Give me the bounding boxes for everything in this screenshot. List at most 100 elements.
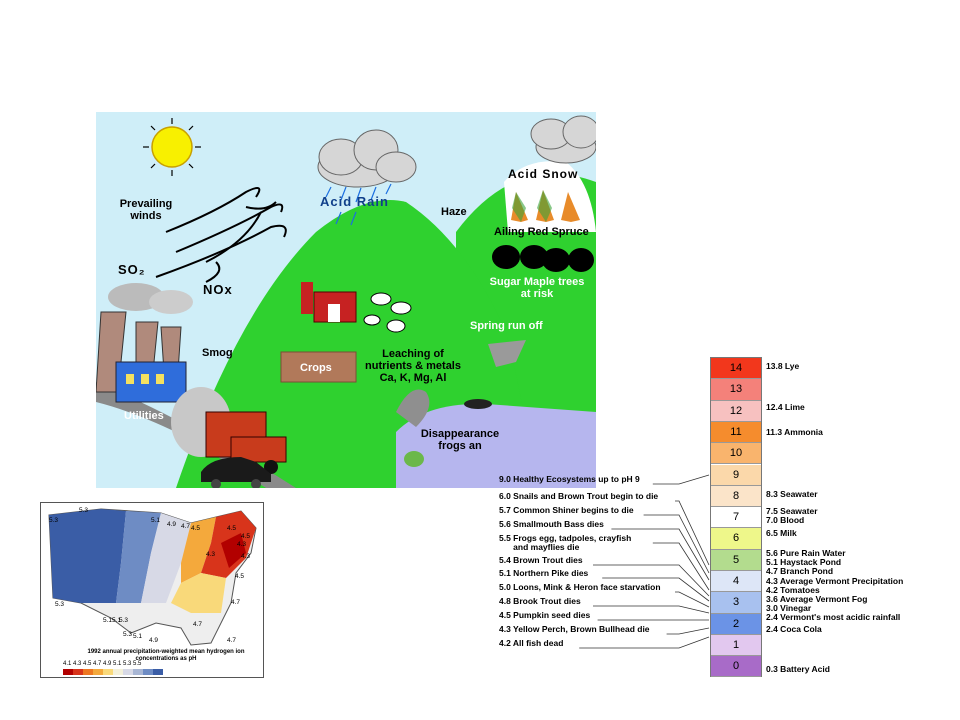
legend-swatch	[143, 669, 153, 675]
map-contour-label: 5.3	[123, 631, 133, 638]
map-contour-label: 5.3	[119, 617, 129, 624]
ph-level-11: 11	[711, 421, 761, 444]
scene-drawing	[96, 112, 596, 488]
label-acid-rain: Acid Rain	[320, 194, 389, 209]
leader-line	[611, 528, 710, 581]
label-crops: Crops	[300, 362, 332, 374]
legend-swatch	[133, 669, 143, 675]
map-contour-label: 4.3	[241, 553, 251, 560]
label-spring-run-off: Spring run off	[470, 320, 543, 332]
label-prevailing-winds: Prevailing winds	[119, 198, 173, 222]
snow-cloud-icon	[530, 115, 596, 164]
map-contour-label: 4.3	[206, 551, 216, 558]
map-contour-label: 4.7	[193, 621, 203, 628]
ecosystem-effect: 4.3 Yellow Perch, Brown Bullhead die	[499, 624, 650, 634]
ph-level-10: 10	[711, 443, 761, 465]
ph-level-9: 9	[711, 464, 761, 486]
legend-swatch	[93, 669, 103, 675]
ph-example: 2.4 Coca Cola	[766, 624, 822, 634]
ecosystem-effect: 9.0 Healthy Ecosystems up to pH 9	[499, 474, 640, 484]
ph-example: 11.3 Ammonia	[766, 427, 823, 437]
car-icon	[201, 457, 271, 488]
ph-level-4: 4	[711, 571, 761, 593]
ecosystem-effect: 5.5 Frogs egg, tadpoles, crayfish and ma…	[499, 533, 632, 552]
map-contour-label: 5.3	[49, 517, 59, 524]
ecosystem-effect: 5.4 Brown Trout dies	[499, 555, 583, 565]
ph-example: 5.6 Pure Rain Water 5.1 Haystack Pond 4.…	[766, 548, 846, 576]
wind-icon	[155, 187, 287, 283]
leader-line	[643, 514, 710, 574]
frog-icon	[404, 451, 424, 467]
leader-line	[675, 591, 710, 608]
acid-rain-scene: Prevailing winds SO₂ NOx Acid Rain Haze …	[96, 112, 596, 488]
label-nox: NOx	[203, 282, 233, 297]
ph-level-7: 7	[711, 507, 761, 529]
ecosystem-effect: 5.1 Northern Pike dies	[499, 568, 589, 578]
label-sugar-maple: Sugar Maple trees at risk	[489, 276, 585, 300]
ecosystem-effect: 4.8 Brook Trout dies	[499, 596, 581, 606]
ph-level-12: 12	[711, 400, 761, 422]
map-caption: 1992 annual precipitation-weighted mean …	[87, 649, 245, 662]
spruce-trees-icon	[511, 190, 580, 222]
ph-level-6: 6	[711, 528, 761, 550]
leader-line	[652, 542, 710, 591]
fish-icon	[464, 399, 492, 409]
legend-swatch	[153, 669, 163, 675]
map-contour-label: 4.3	[237, 541, 247, 548]
map-legend-values: 4.1 4.3 4.5 4.7 4.9 5.1 5.3 5.5	[63, 661, 142, 667]
label-ailing-red-spruce: Ailing Red Spruce	[494, 226, 589, 238]
legend-swatch	[103, 669, 113, 675]
ph-example: 4.3 Average Vermont Precipitation 4.2 To…	[766, 576, 904, 604]
legend-swatch	[73, 669, 83, 675]
leader-line	[652, 474, 710, 485]
power-plant-icon	[96, 283, 193, 403]
ph-example: 7.5 Seawater 7.0 Blood	[766, 506, 818, 525]
label-leaching: Leaching of nutrients & metals Ca, K, Mg…	[365, 348, 461, 384]
ph-level-14: 14	[711, 358, 761, 380]
map-contour-label: 5.1	[151, 517, 161, 524]
leader-line	[579, 636, 710, 649]
map-contour-label: 4.9	[149, 637, 159, 644]
barn-icon	[301, 282, 357, 323]
label-utilities: Utilities	[124, 410, 164, 422]
rain-cloud-icon	[317, 129, 417, 226]
ph-level-13: 13	[711, 379, 761, 401]
sun-icon	[143, 118, 201, 176]
leader-line	[593, 605, 710, 614]
map-contour-label: 5.15.1	[103, 617, 122, 624]
legend-swatch	[63, 669, 73, 675]
us-map-drawing	[48, 508, 257, 646]
ecosystem-effect: 4.2 All fish dead	[499, 638, 564, 648]
map-contour-label: 4.5	[235, 573, 245, 580]
crops-field-icon	[280, 351, 357, 383]
legend-swatch	[83, 669, 93, 675]
map-contour-label: 4.7	[181, 523, 191, 530]
leader-line	[675, 500, 710, 566]
ph-level-5: 5	[711, 549, 761, 571]
leader-line	[666, 627, 710, 635]
ph-level-0: 0	[711, 656, 761, 678]
ph-example: 3.0 Vinegar 2.4 Vermont's most acidic ra…	[766, 603, 901, 622]
ph-level-3: 3	[711, 592, 761, 614]
label-haze: Haze	[441, 206, 467, 218]
ph-example: 12.4 Lime	[766, 402, 805, 412]
legend-swatch	[123, 669, 133, 675]
map-contour-label: 5.3	[79, 507, 89, 514]
label-smog: Smog	[202, 347, 233, 359]
ph-example: 13.8 Lye	[766, 361, 800, 371]
ph-examples: 13.8 Lye 12.4 Lime 11.3 Ammonia 8.3 Seawate…	[710, 357, 950, 677]
ecosystem-effect: 5.6 Smallmouth Bass dies	[499, 519, 604, 529]
map-contour-label: 4.5	[241, 533, 251, 540]
cows-icon	[363, 292, 412, 333]
ph-example: 6.5 Milk	[766, 528, 797, 538]
ph-example: 8.3 Seawater	[766, 489, 818, 499]
ecosystem-effect: 6.0 Snails and Brown Trout begin to die	[499, 491, 659, 501]
map-contour-label: 4.7	[231, 599, 241, 606]
map-contour-label: 5.3	[55, 601, 65, 608]
ecosystem-effect: 4.5 Pumpkin seed dies	[499, 610, 591, 620]
ph-example: 0.3 Battery Acid	[766, 664, 830, 674]
map-contour-label: 4.7	[227, 637, 237, 644]
